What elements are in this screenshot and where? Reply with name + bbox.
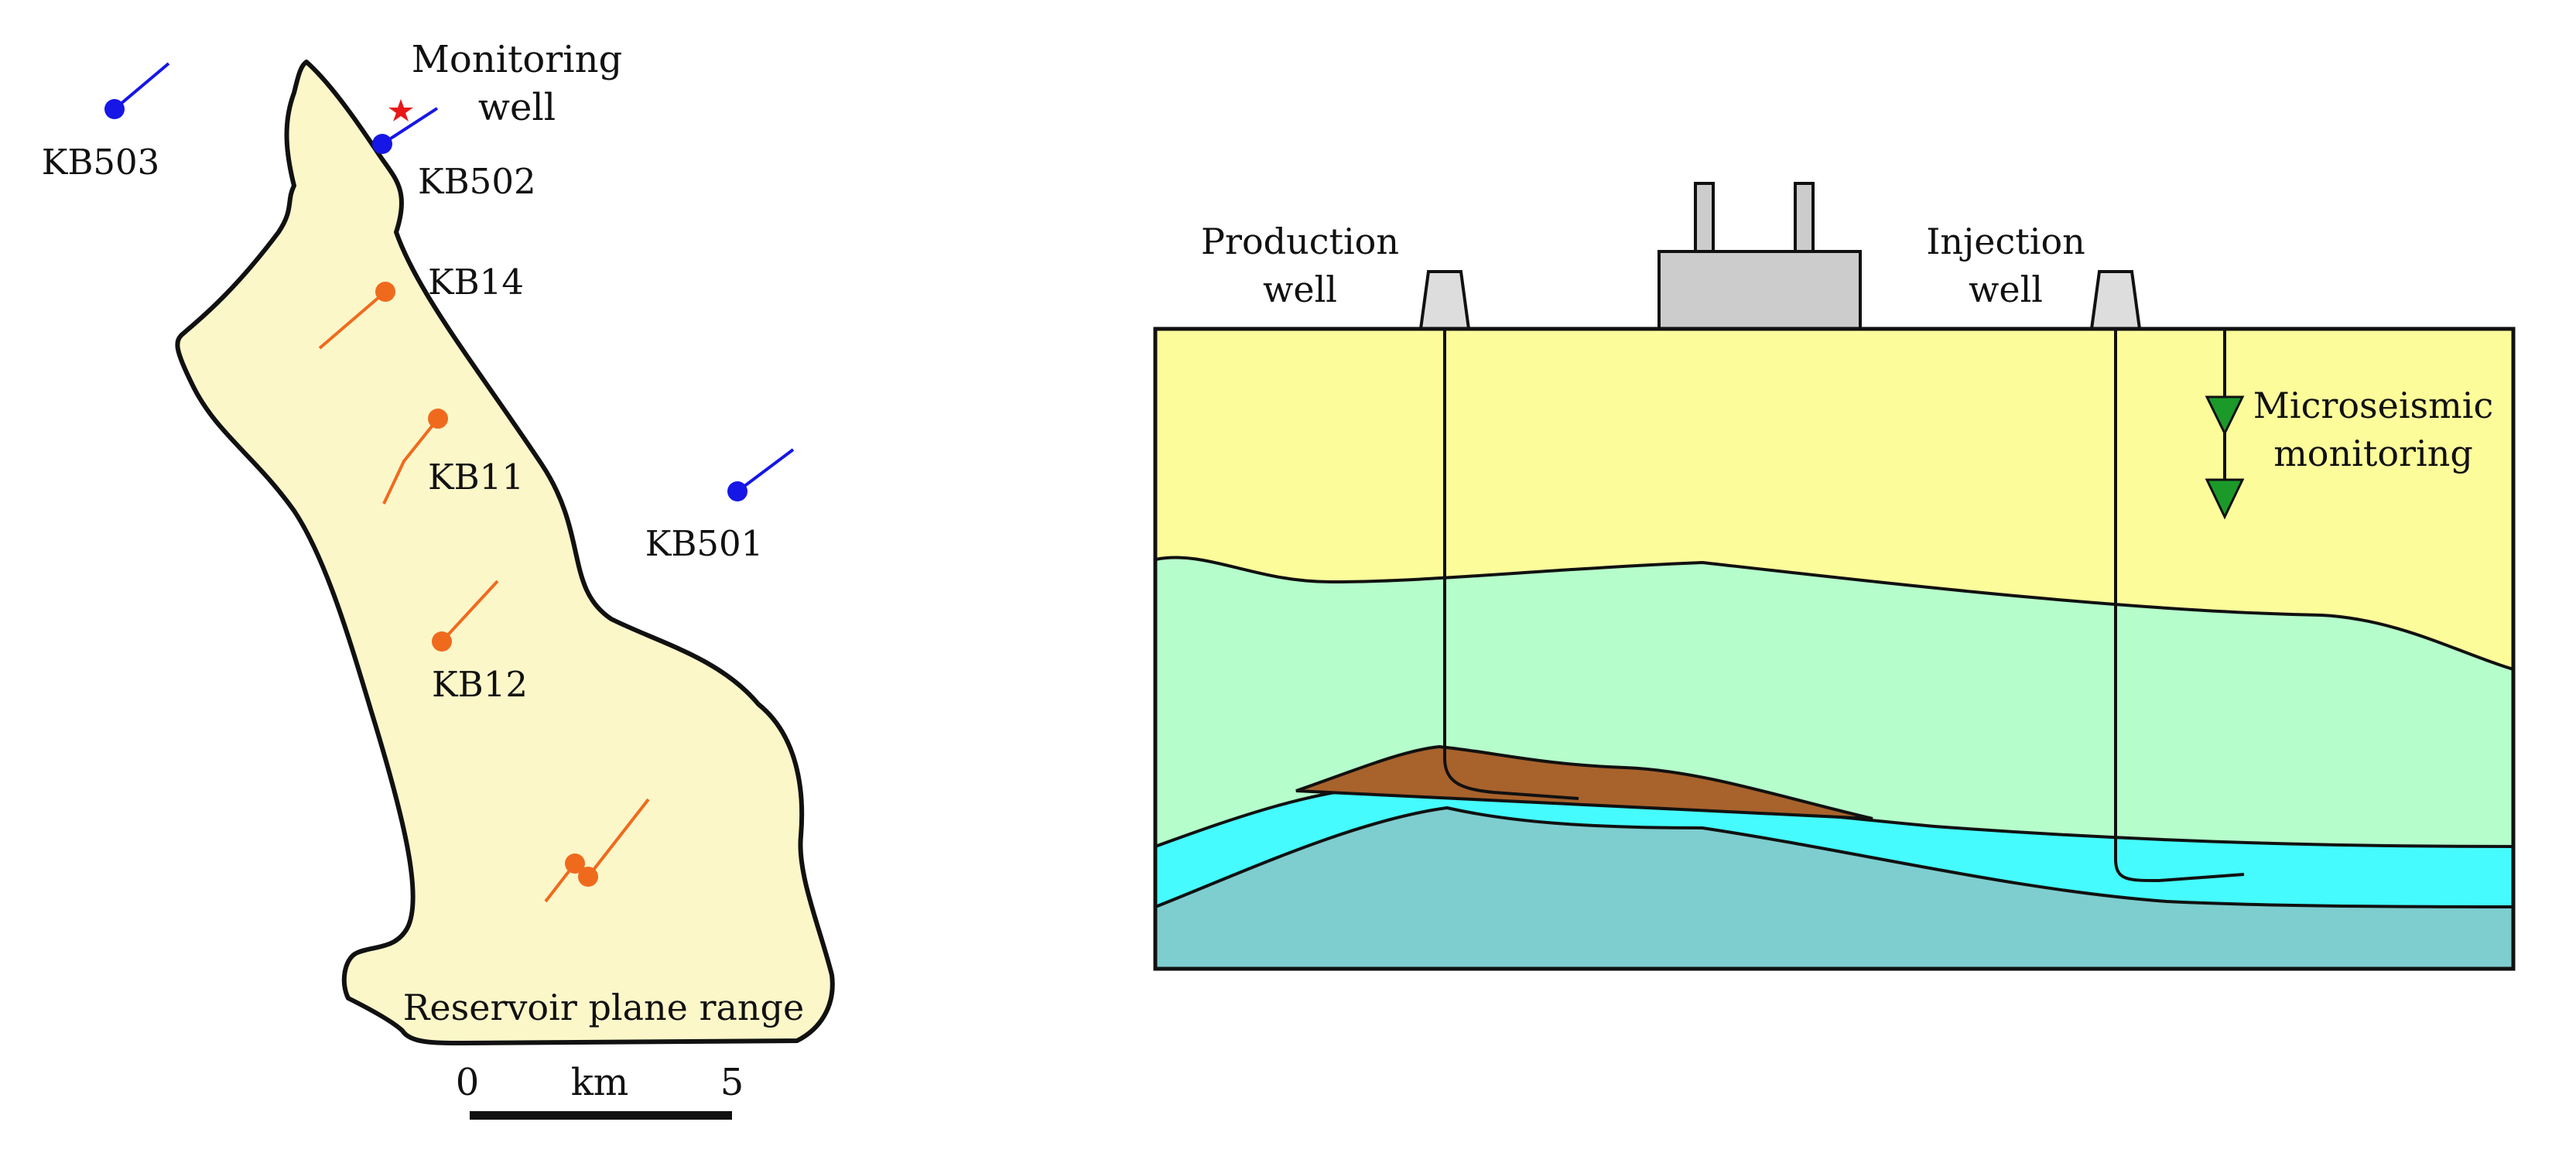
- scale-bar-start: 0: [456, 1061, 480, 1104]
- geological-layers: [1155, 329, 2513, 969]
- production-well-label-line2: well: [1263, 269, 1337, 310]
- scale-bar-end: 5: [720, 1061, 744, 1104]
- production-wellhead: [1418, 270, 1471, 330]
- well-kb12-label: KB12: [432, 664, 528, 705]
- well-kb503-trajectory: [113, 62, 170, 111]
- well-kb501-trajectory: [736, 448, 795, 493]
- injection-well-trajectory: [2114, 329, 2245, 883]
- reservoir-range-label: Reservoir plane range: [403, 987, 804, 1028]
- scale-bar-line: [470, 1111, 732, 1120]
- reservoir-map: Monitoring well KB503 KB502 KB14 KB11: [42, 38, 835, 1120]
- facility-chimney-left: [1694, 182, 1715, 255]
- geophone-icon: [2205, 395, 2245, 436]
- monitoring-well-label-line1: Monitoring: [412, 38, 622, 81]
- well-kb12: KB12: [432, 580, 528, 705]
- facility-building: [1657, 250, 1862, 330]
- well-unlabeled-head-a: [565, 853, 585, 874]
- well-kb501-label: KB501: [645, 523, 764, 564]
- gas-zone: [1295, 744, 1873, 820]
- well-kb11: KB11: [382, 409, 524, 505]
- well-kb12-head: [432, 631, 452, 652]
- reservoir-outline: [175, 60, 835, 1045]
- star-icon: [388, 99, 413, 121]
- cross-section-frame: [1153, 327, 2516, 971]
- well-kb501: KB501: [645, 448, 795, 564]
- scale-bar-unit: km: [571, 1061, 629, 1104]
- well-kb14-trajectory: [318, 290, 387, 350]
- well-kb11-head: [428, 409, 448, 429]
- production-well-trajectory: [1443, 329, 1579, 800]
- well-unlabeled-pair: [544, 798, 650, 903]
- well-kb14-label: KB14: [428, 262, 524, 303]
- well-kb14: KB14: [318, 262, 524, 350]
- well-kb503: KB503: [42, 62, 170, 183]
- injection-wellhead: [2089, 270, 2142, 330]
- well-kb503-head: [104, 99, 125, 119]
- geophone-icon: [2205, 478, 2245, 520]
- well-kb501-head: [727, 481, 747, 501]
- well-kb502-head: [372, 134, 392, 154]
- well-kb14-head: [375, 282, 395, 302]
- injection-well-label-line1: Injection: [1926, 221, 2085, 262]
- production-well-label-line1: Production: [1201, 221, 1399, 262]
- surface-facility: [1657, 182, 1862, 330]
- cross-section: Production well Injection well Microseis…: [1153, 182, 2516, 971]
- well-kb503-label: KB503: [42, 142, 160, 183]
- well-kb502-trajectory: [381, 107, 439, 145]
- well-kb502: KB502: [372, 107, 536, 202]
- layer-basement: [1155, 806, 2513, 969]
- facility-chimney-right: [1794, 182, 1815, 255]
- well-unlabeled-head-b: [578, 867, 598, 887]
- microseismic-label-line2: monitoring: [2273, 433, 2473, 474]
- well-kb502-label: KB502: [418, 161, 536, 202]
- well-kb11-trajectory: [382, 417, 440, 505]
- monitoring-well-label-line2: well: [478, 86, 556, 129]
- scale-bar: 0 km 5: [456, 1061, 744, 1120]
- well-unlabeled-trajectory-b: [587, 798, 650, 878]
- well-kb12-trajectory: [440, 580, 499, 643]
- microseismic-label-line1: Microseismic: [2253, 385, 2494, 426]
- injection-well-label-line2: well: [1969, 269, 2043, 310]
- well-kb11-label: KB11: [428, 457, 524, 498]
